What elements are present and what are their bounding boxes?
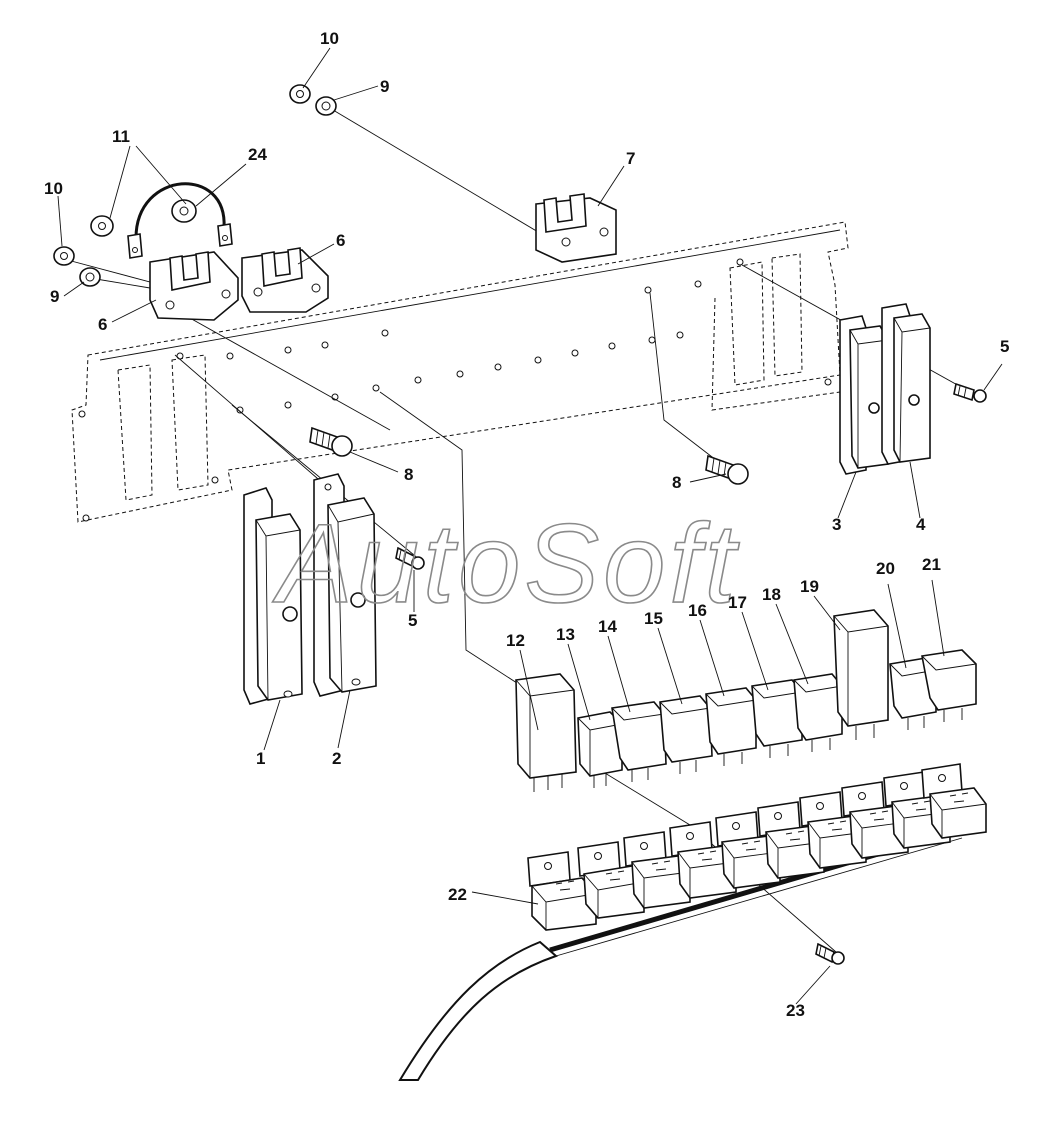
nut-10-left	[53, 246, 75, 266]
callout-6-right: 6	[336, 231, 345, 250]
callout-1: 1	[256, 749, 265, 768]
callout-21: 21	[922, 555, 941, 574]
relay-18	[793, 673, 843, 752]
socket	[921, 763, 987, 839]
callout-5-left: 5	[408, 611, 417, 630]
relay-14	[611, 701, 667, 782]
bolt-8-right	[705, 454, 749, 485]
callout-24: 24	[248, 145, 267, 164]
callout-13: 13	[556, 625, 575, 644]
socket	[715, 811, 781, 889]
bracket-6-left	[149, 251, 239, 321]
bracket-6-right	[241, 247, 329, 313]
callout-9-left: 9	[50, 287, 59, 306]
relay-16	[705, 687, 757, 766]
relay-4	[881, 303, 931, 465]
screw-5-right	[953, 382, 987, 403]
bracket-7	[535, 193, 617, 263]
callout-9-top: 9	[380, 77, 389, 96]
relay-1	[243, 487, 303, 705]
callout-10-left: 10	[44, 179, 63, 198]
callout-labels: 10 9 11 24 10 9 6 6 7 8 8 5 5 3 4 1 2 12…	[44, 29, 1009, 1020]
callout-4: 4	[916, 515, 926, 534]
watermark: AutoSoft	[272, 501, 740, 626]
mounting-plate	[71, 221, 849, 523]
callout-leaders	[57, 47, 1003, 1005]
callout-5-right: 5	[1000, 337, 1009, 356]
callout-8-left: 8	[404, 465, 413, 484]
socket	[577, 841, 645, 919]
screw-5-left	[395, 546, 425, 570]
callout-20: 20	[876, 559, 895, 578]
relay-21	[921, 649, 977, 722]
callout-10-top: 10	[320, 29, 339, 48]
callout-18: 18	[762, 585, 781, 604]
callout-11: 11	[112, 127, 130, 146]
relay-socket-row-22	[527, 763, 987, 931]
callout-19: 19	[800, 577, 819, 596]
relay-17	[751, 679, 803, 758]
nut-10-top	[289, 84, 311, 104]
washer-9-top	[315, 96, 337, 116]
relay-3	[839, 315, 889, 475]
callout-7: 7	[626, 149, 635, 168]
socket	[883, 771, 951, 849]
relay-12	[515, 673, 577, 792]
callout-17: 17	[728, 593, 747, 612]
washer-9-left	[79, 267, 101, 287]
screw-23	[815, 942, 845, 965]
relay-15	[659, 695, 713, 774]
callout-23: 23	[786, 1001, 805, 1020]
nut-11	[90, 215, 114, 237]
callout-15: 15	[644, 609, 663, 628]
socket	[669, 821, 737, 899]
ground-strap-24	[127, 182, 233, 259]
callout-2: 2	[332, 749, 341, 768]
bolt-8-left	[309, 426, 353, 457]
callout-12: 12	[506, 631, 525, 650]
callout-14: 14	[598, 617, 617, 636]
relay-13	[577, 711, 623, 788]
callout-16: 16	[688, 601, 707, 620]
callout-22: 22	[448, 885, 467, 904]
callout-8-right: 8	[672, 473, 681, 492]
relay-2	[313, 473, 377, 697]
socket	[623, 831, 691, 909]
callout-3: 3	[832, 515, 841, 534]
socket	[527, 851, 597, 931]
callout-6-left: 6	[98, 315, 107, 334]
relay-19	[833, 609, 889, 740]
